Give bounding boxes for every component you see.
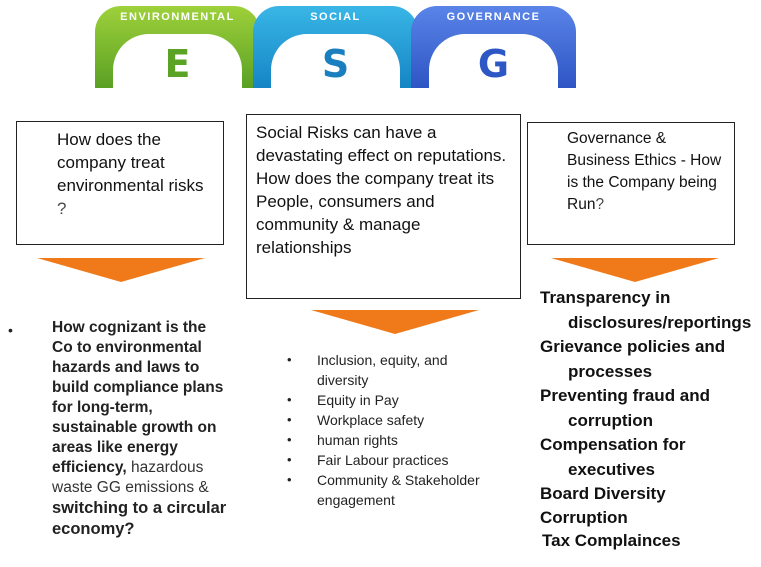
pill-cutout — [271, 34, 400, 88]
governance-question-box: Governance & Business Ethics - How is th… — [527, 122, 735, 245]
governance-pill: GOVERNANCE G — [411, 6, 576, 88]
list-item: Corruption — [540, 507, 760, 529]
gov-point-lead: Corruption — [540, 507, 628, 527]
environmental-question-box: How does the company treat environmental… — [16, 121, 224, 245]
gov-point-cont: corruption — [568, 410, 653, 430]
environmental-label: ENVIRONMENTAL — [120, 11, 235, 23]
gov-point-cont: executives — [568, 459, 655, 479]
env-point-part2: hazardous waste GG emissions & — [52, 459, 209, 496]
social-question: Social Risks can have a devastating effe… — [256, 123, 507, 257]
social-pill: SOCIAL S — [253, 6, 418, 88]
gov-point-lead: Tax Complainces — [542, 530, 681, 550]
environmental-arrow — [37, 258, 205, 282]
pill-cutout — [429, 34, 558, 88]
list-item: Tax Complainces — [540, 529, 760, 554]
list-item: Grievance policies and processes — [540, 335, 760, 384]
list-item: Compensation for executives — [540, 433, 760, 482]
environmental-letter: E — [164, 42, 191, 86]
social-question-box: Social Risks can have a devastating effe… — [246, 114, 521, 299]
governance-label: GOVERNANCE — [446, 11, 541, 23]
governance-question: Governance & Business Ethics - How is th… — [567, 130, 722, 213]
social-label: SOCIAL — [310, 11, 361, 23]
question-mark: ? — [595, 196, 605, 213]
gov-point-lead: Preventing fraud and — [540, 386, 711, 405]
governance-list: Transparency in disclosures/reportings G… — [540, 286, 760, 553]
social-arrow — [311, 310, 479, 334]
gov-point-lead: Transparency in — [540, 288, 671, 307]
list-item: Fair Labour practices — [287, 450, 487, 470]
question-mark: ? — [57, 199, 67, 218]
social-list: Inclusion, equity, and diversity Equity … — [287, 350, 487, 510]
gov-point-cont: disclosures/reportings — [568, 312, 752, 332]
gov-point-cont: processes — [568, 361, 653, 381]
environmental-list: How cognizant is the Co to environmental… — [8, 318, 230, 540]
environmental-question: How does the company treat environmental… — [57, 130, 204, 195]
list-item: human rights — [287, 430, 487, 450]
list-item: Community & Stakeholder engagement — [287, 470, 487, 510]
env-point-part1: How cognizant is the Co to environmental… — [52, 319, 224, 476]
list-item: Board Diversity — [540, 482, 760, 507]
gov-point-lead: Grievance policies and — [540, 337, 726, 356]
esg-header: ENVIRONMENTAL E SOCIAL S GOVERNANCE G — [95, 6, 576, 88]
list-item: Transparency in disclosures/reportings — [540, 286, 760, 335]
governance-letter: G — [477, 42, 510, 86]
list-item: Workplace safety — [287, 410, 487, 430]
environmental-pill: ENVIRONMENTAL E — [95, 6, 260, 88]
list-item: How cognizant is the Co to environmental… — [8, 318, 230, 540]
list-item: Inclusion, equity, and diversity — [287, 350, 487, 390]
env-point-part3: switching to a circular economy? — [52, 499, 227, 538]
gov-point-lead: Compensation for — [540, 435, 686, 454]
social-letter: S — [321, 42, 350, 86]
pill-cutout — [113, 34, 242, 88]
governance-arrow — [551, 258, 719, 282]
gov-point-lead: Board Diversity — [540, 484, 666, 503]
list-item: Preventing fraud and corruption — [540, 384, 760, 433]
list-item: Equity in Pay — [287, 390, 487, 410]
